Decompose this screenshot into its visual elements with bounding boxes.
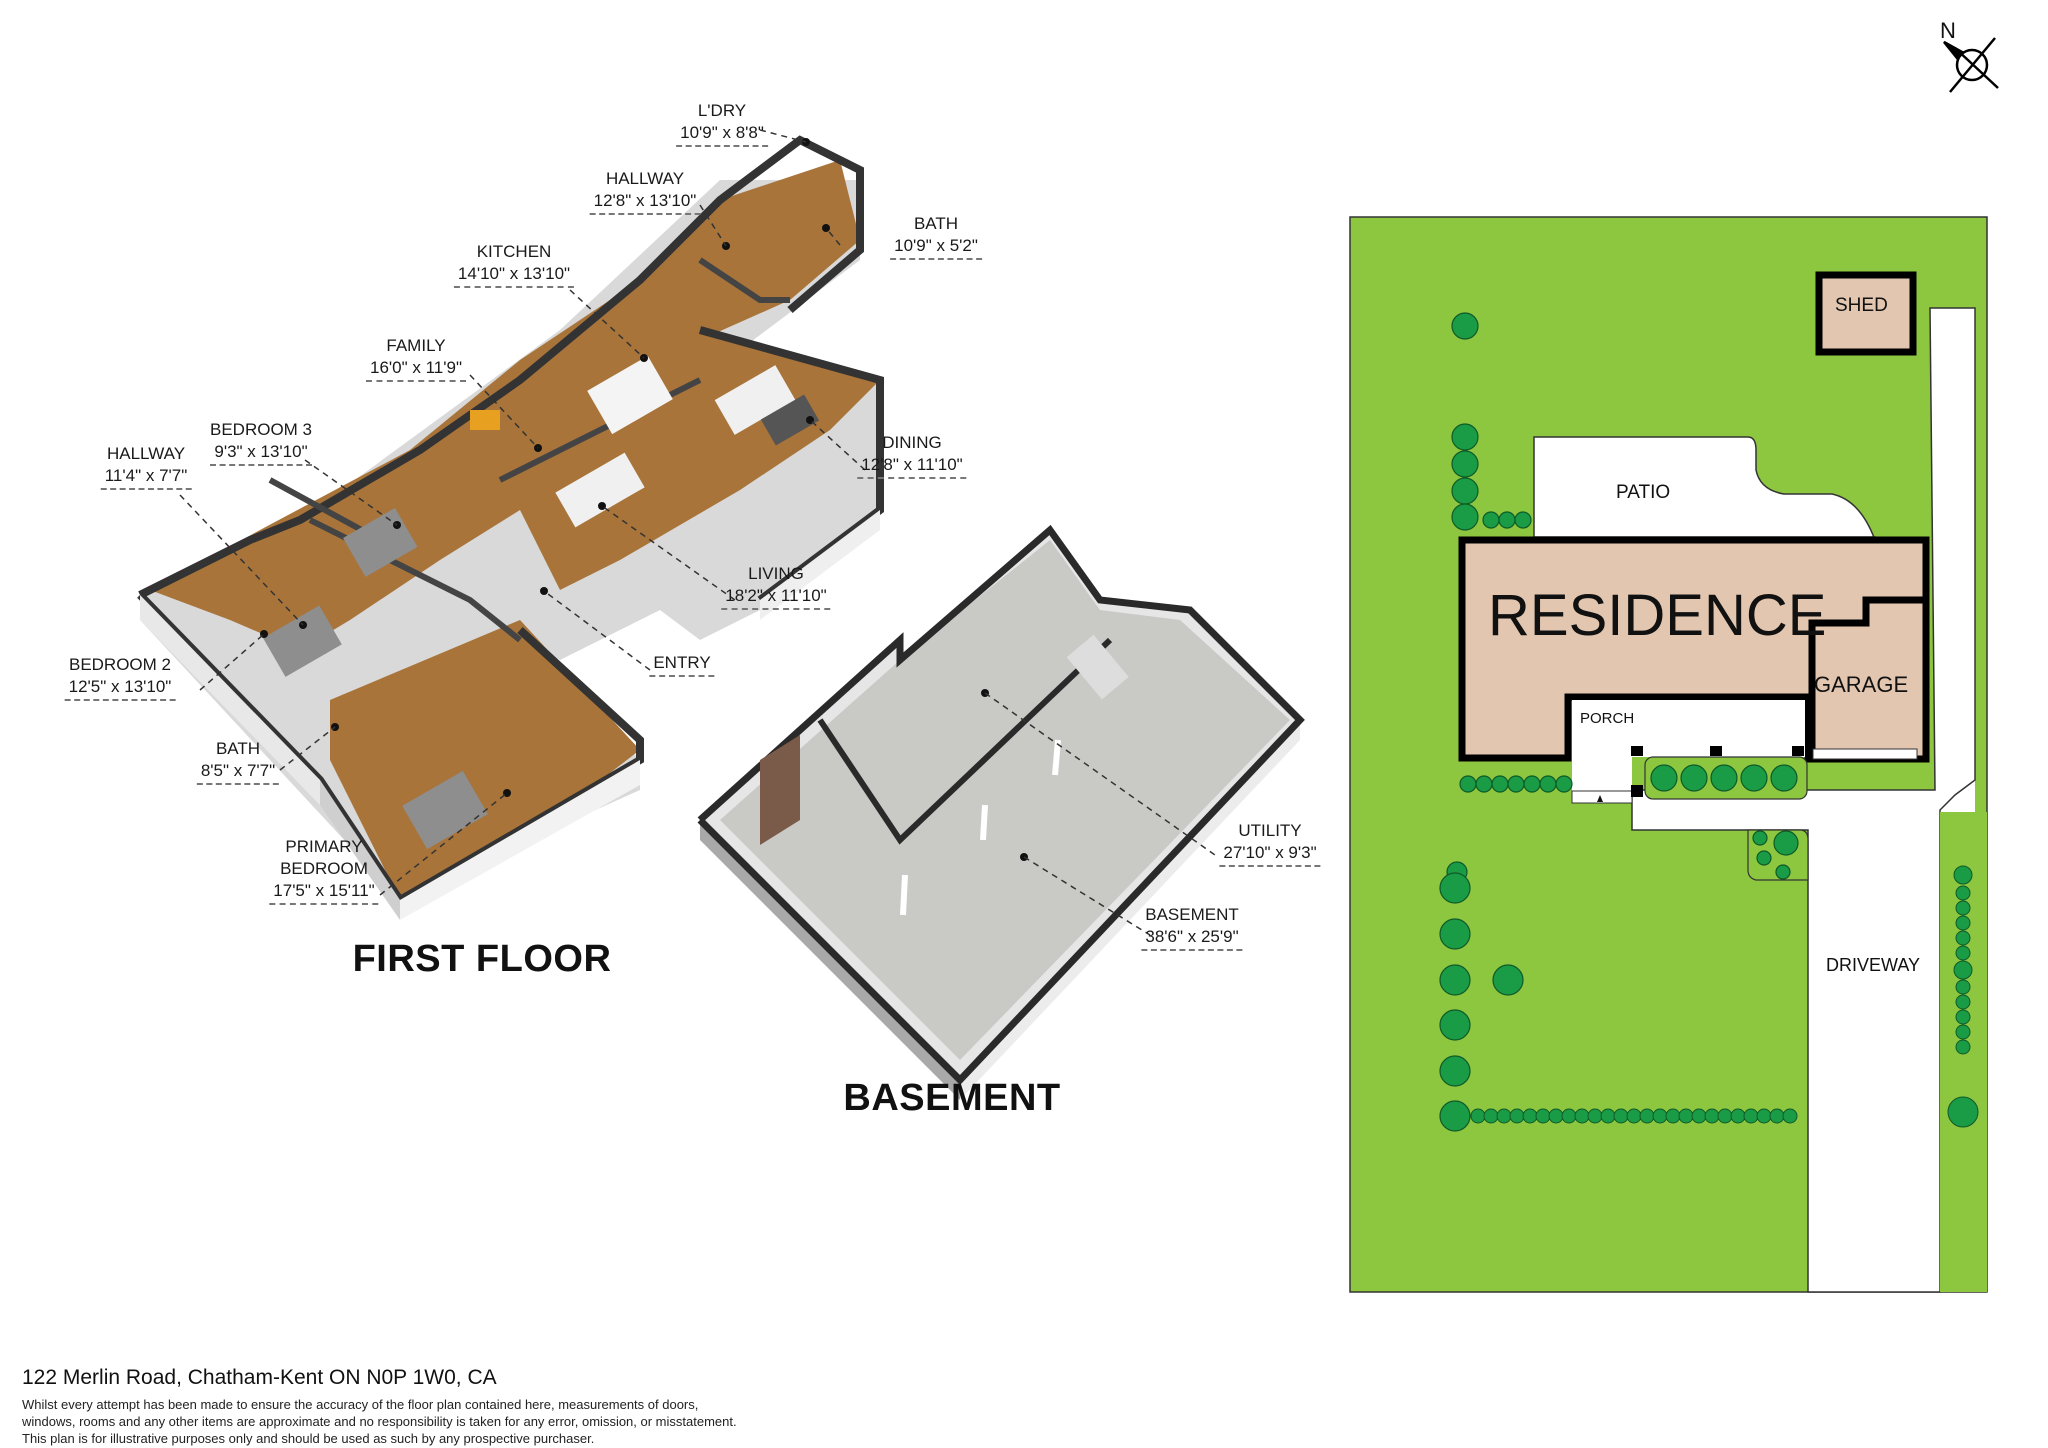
room-dimensions: 10'9" x 8'8" bbox=[676, 122, 768, 147]
garage-building bbox=[1808, 596, 1930, 763]
room-label-family: FAMILY 16'0" x 11'9" bbox=[366, 335, 466, 382]
room-name: HALLWAY bbox=[605, 169, 685, 188]
room-label-living: LIVING 18'2" x 11'10" bbox=[721, 563, 831, 610]
room-name: BASEMENT bbox=[1145, 905, 1239, 924]
hedge-row bbox=[1470, 865, 1979, 1128]
room-dimensions: 9'3" x 13'10" bbox=[209, 441, 313, 466]
room-dimensions: 27'10" x 9'3" bbox=[1219, 842, 1321, 867]
disclaimer: Whilst every attempt has been made to en… bbox=[22, 1396, 902, 1447]
basement-model bbox=[697, 524, 1305, 1100]
room-name-line2: BEDROOM bbox=[280, 859, 368, 878]
room-label-hallway-lower: HALLWAY 11'4" x 7'7" bbox=[100, 443, 192, 490]
room-label-bedroom-3: BEDROOM 3 9'3" x 13'10" bbox=[209, 419, 313, 466]
room-dimensions: 17'5" x 15'11" bbox=[269, 880, 379, 905]
room-dimensions: 14'10" x 13'10" bbox=[453, 263, 575, 288]
room-dimensions: 38'6" x 25'9" bbox=[1141, 926, 1243, 951]
room-label-laundry: L'DRY 10'9" x 8'8" bbox=[676, 100, 768, 147]
patio-label: PATIO bbox=[1616, 482, 1671, 503]
site-plan bbox=[1349, 37, 1999, 1293]
room-name: HALLWAY bbox=[106, 444, 186, 463]
room-name: FAMILY bbox=[386, 336, 446, 355]
room-dimensions: 18'2" x 11'10" bbox=[721, 585, 831, 610]
room-dimensions: 12'8" x 13'10" bbox=[589, 190, 701, 215]
first-floor-model bbox=[137, 129, 884, 920]
driveway-label: DRIVEWAY bbox=[1826, 955, 1921, 975]
disclaimer-line: windows, rooms and any other items are a… bbox=[22, 1414, 737, 1429]
room-dimensions: 8'5" x 7'7" bbox=[196, 760, 280, 785]
north-arrow-icon bbox=[1943, 37, 1999, 93]
room-name: BEDROOM 2 bbox=[68, 655, 172, 674]
room-label-dining: DINING 12'8" x 11'10" bbox=[857, 432, 967, 479]
first-floor-title: FIRST FLOOR bbox=[352, 938, 612, 980]
room-label-entry: ENTRY bbox=[649, 652, 715, 677]
room-dimensions: 12'5" x 13'10" bbox=[64, 676, 176, 701]
shed-label: SHED bbox=[1835, 295, 1888, 316]
room-name-line1: PRIMARY bbox=[285, 837, 363, 856]
room-dimensions: 12'8" x 11'10" bbox=[857, 454, 967, 479]
room-label-bath-upper: BATH 10'9" x 5'2" bbox=[890, 213, 982, 260]
tree-icons bbox=[1439, 312, 1799, 1132]
basement-title: BASEMENT bbox=[843, 1077, 1061, 1119]
room-label-primary-bedroom: PRIMARY BEDROOM 17'5" x 15'11" bbox=[269, 836, 379, 905]
room-name: DINING bbox=[882, 433, 942, 452]
room-dimensions: 11'4" x 7'7" bbox=[100, 465, 192, 490]
room-label-hallway-upper: HALLWAY 12'8" x 13'10" bbox=[589, 168, 701, 215]
room-name: UTILITY bbox=[1238, 821, 1302, 840]
room-label-bedroom-2: BEDROOM 2 12'5" x 13'10" bbox=[64, 654, 176, 701]
room-name: BATH bbox=[215, 739, 261, 758]
room-name: BEDROOM 3 bbox=[209, 420, 313, 439]
room-name: KITCHEN bbox=[476, 242, 552, 261]
disclaimer-line: Whilst every attempt has been made to en… bbox=[22, 1397, 699, 1412]
shed-building bbox=[1815, 271, 1917, 356]
property-address: 122 Merlin Road, Chatham-Kent ON N0P 1W0… bbox=[22, 1366, 497, 1389]
room-label-kitchen: KITCHEN 14'10" x 13'10" bbox=[453, 241, 575, 288]
room-name: LIVING bbox=[748, 564, 804, 583]
room-name: L'DRY bbox=[697, 101, 747, 120]
north-label: N bbox=[1940, 18, 1956, 43]
room-label-bath-lower: BATH 8'5" x 7'7" bbox=[196, 738, 280, 785]
residence-label: RESIDENCE bbox=[1488, 583, 1827, 648]
disclaimer-line: This plan is for illustrative purposes o… bbox=[22, 1431, 595, 1446]
room-name: BATH bbox=[913, 214, 959, 233]
room-label-basement: BASEMENT 38'6" x 25'9" bbox=[1141, 904, 1243, 951]
room-dimensions: 10'9" x 5'2" bbox=[890, 235, 982, 260]
porch-label: PORCH bbox=[1580, 710, 1635, 727]
garage-label: GARAGE bbox=[1814, 672, 1909, 697]
room-name: ENTRY bbox=[649, 652, 715, 677]
room-label-utility: UTILITY 27'10" x 9'3" bbox=[1219, 820, 1321, 867]
room-dimensions: 16'0" x 11'9" bbox=[366, 357, 466, 382]
